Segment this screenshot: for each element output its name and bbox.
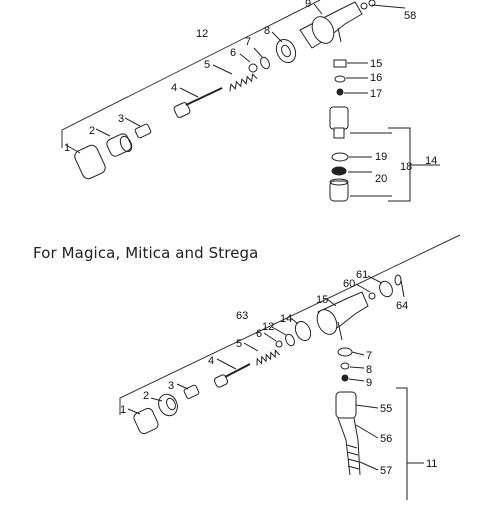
part-3 — [124, 117, 152, 139]
bottom-label-56: 56 — [380, 433, 392, 445]
bottom-part-3 — [176, 383, 200, 399]
bracket-12 — [61, 0, 321, 148]
part-9 — [299, 0, 406, 49]
bottom-label-15: 15 — [316, 294, 328, 306]
bottom-part-14 — [290, 317, 312, 342]
top-labels: 1 2 3 4 5 6 7 8 9 12 14 15 16 17 18 19 2… — [64, 0, 437, 185]
bottom-part-7-8-9 — [337, 347, 365, 382]
bottom-label-8: 8 — [366, 364, 372, 376]
top-label-14: 14 — [425, 155, 437, 167]
bottom-part-4 — [213, 358, 251, 388]
top-label-20: 20 — [375, 173, 387, 185]
bottom-label-3: 3 — [168, 380, 174, 392]
top-label-58: 58 — [404, 10, 416, 22]
top-label-4: 4 — [171, 82, 177, 94]
bottom-part-5 — [243, 342, 281, 366]
bottom-label-61: 61 — [356, 269, 368, 281]
top-exploded-view — [61, 0, 440, 202]
bottom-label-14: 14 — [280, 313, 292, 325]
top-label-5: 5 — [204, 59, 210, 71]
bottom-label-11: 11 — [426, 458, 437, 470]
bottom-part-6 — [263, 332, 283, 348]
bottom-label-2: 2 — [143, 390, 149, 402]
part-4 — [173, 87, 223, 118]
top-label-12: 12 — [196, 28, 208, 40]
bottom-label-63: 63 — [236, 310, 248, 322]
bottom-label-1: 1 — [120, 404, 126, 416]
top-label-15: 15 — [370, 58, 382, 70]
bracket-63 — [119, 234, 461, 415]
part-18-19-20 — [329, 106, 440, 202]
bottom-label-60: 60 — [343, 278, 355, 290]
bottom-part-2 — [150, 393, 178, 417]
bottom-label-64: 64 — [396, 300, 408, 312]
top-label-6: 6 — [230, 47, 236, 59]
bottom-label-55: 55 — [380, 403, 392, 415]
top-label-18: 18 — [400, 161, 412, 173]
part-8 — [271, 31, 297, 64]
top-label-19: 19 — [375, 151, 387, 163]
part-6 — [239, 53, 258, 73]
bottom-label-12: 12 — [262, 321, 274, 333]
bottom-label-5: 5 — [236, 338, 242, 350]
bottom-label-7: 7 — [366, 350, 372, 362]
bottom-label-6: 6 — [256, 328, 262, 340]
bottom-label-9: 9 — [366, 377, 372, 389]
top-label-7: 7 — [245, 36, 251, 48]
top-label-3: 3 — [118, 113, 124, 125]
bottom-labels: 1 2 3 4 5 6 7 8 9 11 12 14 15 55 56 57 6… — [120, 269, 437, 477]
part-5 — [212, 64, 258, 92]
part-15-16-17 — [333, 59, 368, 96]
bottom-label-57: 57 — [380, 465, 392, 477]
bottom-part-60-61-64 — [355, 274, 405, 300]
top-label-2: 2 — [89, 125, 95, 137]
bottom-part-12 — [271, 326, 295, 347]
part-1 — [65, 144, 106, 180]
model-caption: For Magica, Mitica and Strega — [33, 244, 259, 262]
bottom-part-15 — [316, 291, 369, 341]
part-2 — [95, 128, 133, 157]
bottom-label-4: 4 — [208, 355, 214, 367]
top-label-8: 8 — [264, 25, 270, 37]
top-label-9: 9 — [305, 0, 311, 10]
bottom-exploded-view — [119, 234, 461, 500]
top-label-1: 1 — [64, 142, 70, 154]
bottom-part-1 — [127, 407, 159, 435]
top-label-16: 16 — [370, 72, 382, 84]
part-7 — [253, 47, 270, 70]
bottom-part-55-56-57 — [335, 387, 424, 500]
top-label-17: 17 — [370, 88, 382, 100]
